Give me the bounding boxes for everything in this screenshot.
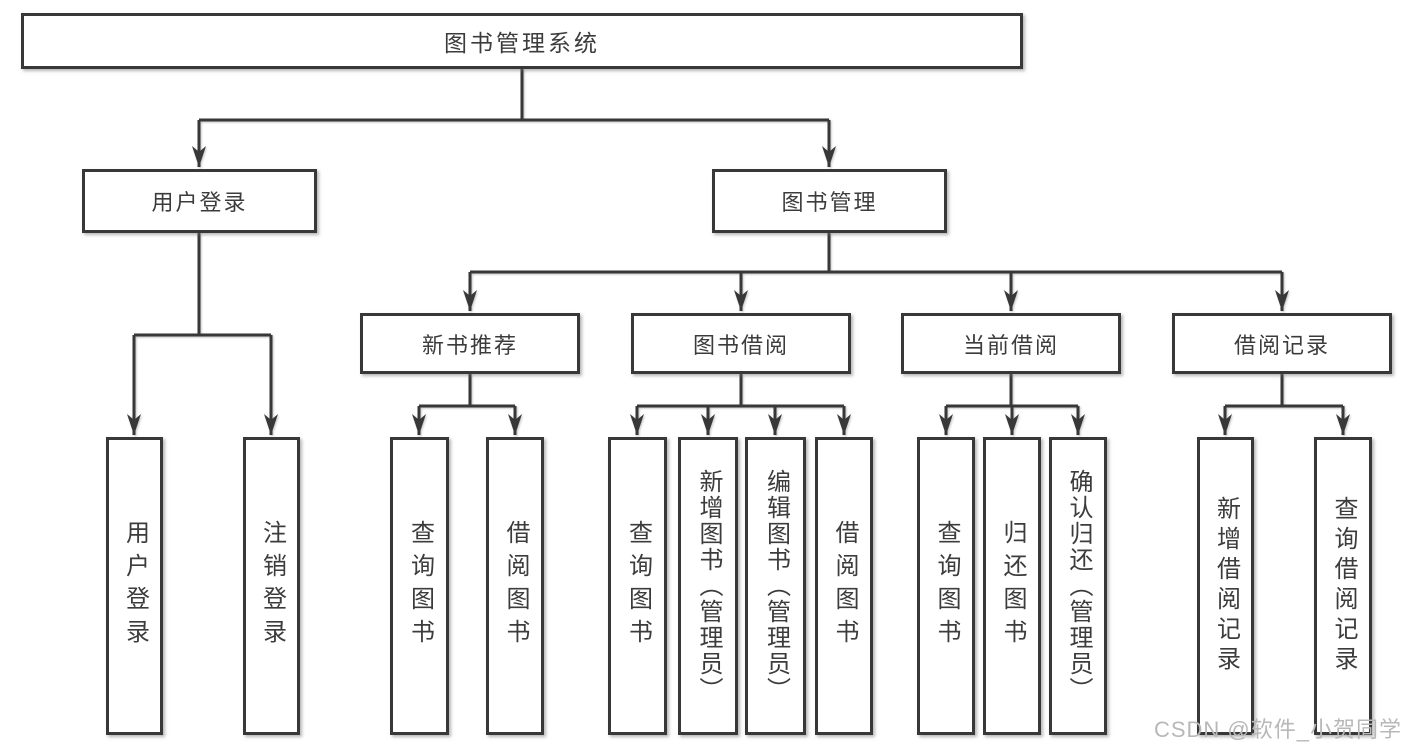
connector-root-to-level2 <box>192 69 836 167</box>
connector-currentborrow-to-leaves <box>939 374 1085 435</box>
node-book-management: 图书管理 <box>712 169 947 233</box>
connector-bookborrow-to-leaves <box>630 374 851 435</box>
leaf-return-books: 归还图书 <box>983 437 1041 735</box>
node-current-borrowing: 当前借阅 <box>901 313 1121 374</box>
leaf-borrow-books-1: 借阅图书 <box>486 437 544 735</box>
node-user-login: 用户登录 <box>82 169 317 233</box>
node-label: 归还图书 <box>999 520 1026 652</box>
node-borrowing-records: 借阅记录 <box>1172 313 1392 374</box>
node-label: 借阅记录 <box>1233 332 1330 358</box>
leaf-confirm-return-admin: 确认归还（管理员） <box>1049 437 1107 735</box>
node-new-book-recommend: 新书推荐 <box>360 313 580 374</box>
connector-bookmgmt-to-level3 <box>463 233 1289 311</box>
leaf-query-borrow-record: 查询借阅记录 <box>1314 437 1372 735</box>
node-label: 查询图书 <box>933 520 960 652</box>
node-label: 图书借阅 <box>692 332 789 358</box>
connector-userlogin-to-leaves <box>127 233 278 435</box>
leaf-add-books-admin: 新增图书（管理员） <box>678 437 738 735</box>
node-label: 用户登录 <box>121 520 149 652</box>
node-label: 编辑图书（管理员） <box>762 469 790 703</box>
node-label: 确认归还（管理员） <box>1065 469 1092 703</box>
node-label: 注销登录 <box>258 520 286 652</box>
node-label: 图书管理系统 <box>444 30 600 56</box>
node-label: 新书推荐 <box>421 332 518 358</box>
node-label: 借阅图书 <box>502 520 529 652</box>
connector-records-to-leaves <box>1218 374 1350 435</box>
node-label: 查询借阅记录 <box>1330 496 1357 676</box>
leaf-logout: 注销登录 <box>243 437 300 735</box>
leaf-user-login: 用户登录 <box>106 437 163 735</box>
leaf-query-books-1: 查询图书 <box>390 437 449 735</box>
node-label: 当前借阅 <box>962 332 1059 358</box>
leaf-query-books-2: 查询图书 <box>608 437 667 735</box>
leaf-query-books-3: 查询图书 <box>917 437 975 735</box>
watermark: CSDN @软件_小贺同学 <box>1153 717 1402 742</box>
node-label: 图书管理 <box>781 190 878 215</box>
node-library-system: 图书管理系统 <box>21 13 1023 69</box>
node-label: 借阅图书 <box>831 520 858 652</box>
connector-newbook-to-leaves <box>412 374 522 435</box>
node-label: 查询图书 <box>624 520 652 652</box>
node-label: 新增图书（管理员） <box>695 469 722 703</box>
node-book-borrowing: 图书借阅 <box>631 313 851 374</box>
leaf-edit-books-admin: 编辑图书（管理员） <box>745 437 806 735</box>
node-label: 用户登录 <box>151 190 248 215</box>
node-label: 查询图书 <box>406 520 434 652</box>
leaf-borrow-books-2: 借阅图书 <box>815 437 873 735</box>
node-label: 新增借阅记录 <box>1212 496 1240 676</box>
leaf-add-borrow-record: 新增借阅记录 <box>1197 437 1254 735</box>
